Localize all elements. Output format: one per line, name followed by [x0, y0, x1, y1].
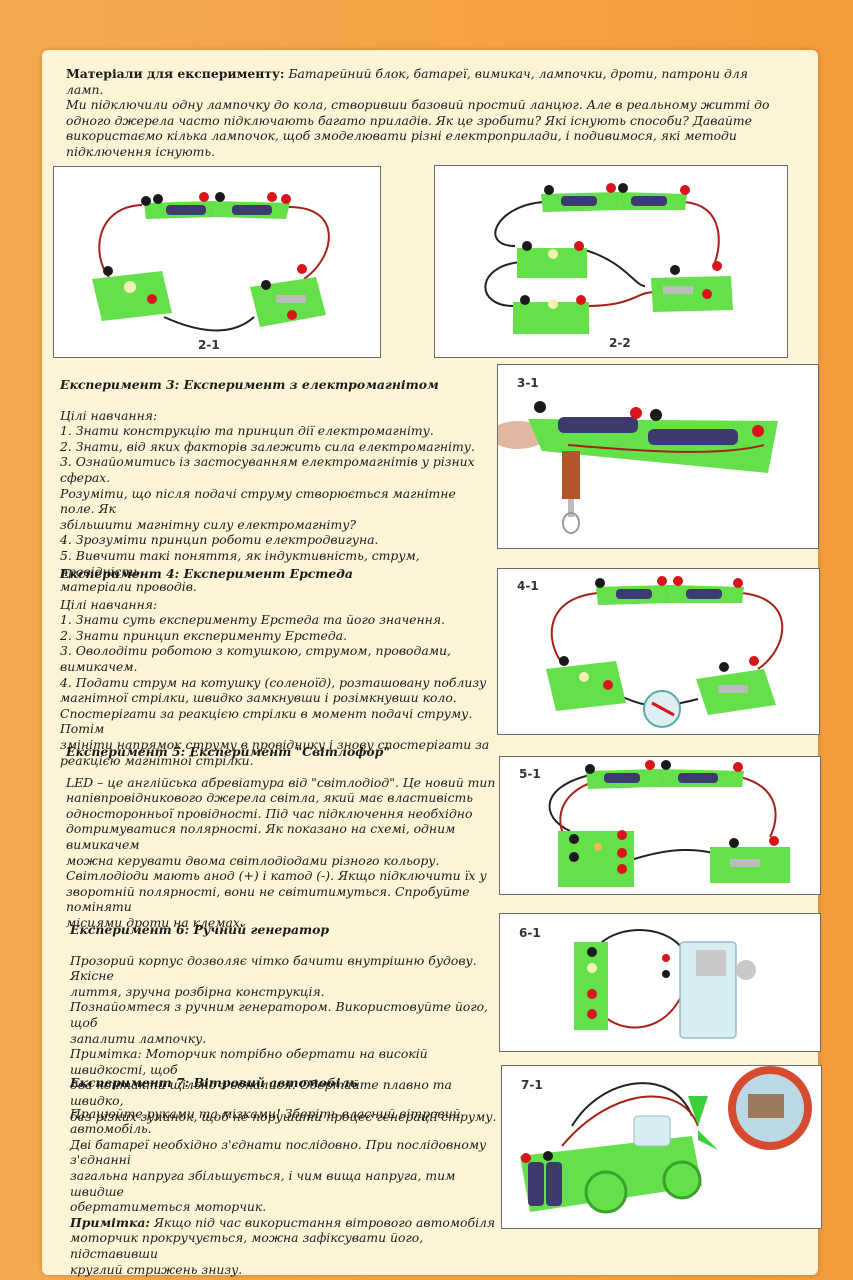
- exp6-title: Експеримент 6: Ручний генератор: [70, 922, 330, 937]
- intro-paragraph: Ми підключили одну лампочку до кола, ств…: [66, 97, 770, 159]
- materials-line: Матеріали для експерименту: Батарейний б…: [66, 66, 786, 97]
- figure-7-1-caption: 7-1: [521, 1078, 543, 1092]
- exp3-text: Експеримент 3: Експеримент з електромагн…: [60, 377, 490, 595]
- exp5-line: місцями дроти на клемах.: [66, 914, 244, 930]
- materials-text: Батарейний блок, батареї, вимикач, лампо…: [66, 66, 748, 97]
- exp3-line: 1. Знати конструкцію та принцип дії елек…: [60, 423, 434, 439]
- exp4-line: реакцією магнітної стрілки.: [60, 752, 254, 768]
- exp5-line: зворотній полярності, вони не світитимут…: [66, 883, 470, 915]
- exp3-line: збільшити магнітну силу електромагніту?: [60, 516, 357, 532]
- exp7-text: Експеримент 7: Вітровий автомобіль Працю…: [70, 1075, 500, 1277]
- figure-3-1-caption: 3-1: [517, 376, 539, 390]
- figure-2-1-caption: 2-1: [198, 338, 220, 352]
- exp3-line: 4. Зрозуміти принцип роботи електродвигу…: [60, 532, 379, 548]
- exp4-line: магнітної стрілки, швидко замкнувши і ро…: [60, 690, 457, 706]
- exp4-subtitle: Цілі навчання:: [60, 596, 158, 612]
- exp3-line: 2. Знати, від яких факторів залежить сил…: [60, 438, 475, 454]
- figure-5-1-caption: 5-1: [519, 767, 541, 781]
- figure-7-1-photo: [501, 1065, 822, 1229]
- exp6-text: Експеримент 6: Ручний генератор Прозорий…: [70, 922, 500, 1124]
- exp4-text: Експеримент 4: Експеримент Ерстеда Цілі …: [60, 566, 490, 768]
- materials-label: Матеріали для експерименту:: [66, 66, 285, 81]
- exp7-line: загальна напруга збільшується, і чим вищ…: [70, 1167, 456, 1199]
- exp7-line: Працюйте руками та мізками! Зберіть влас…: [70, 1105, 461, 1137]
- figure-5-1-photo: [499, 756, 821, 895]
- exp5-line: LED – це англійська абревіатура від "сві…: [66, 774, 496, 790]
- exp7-line: обертатиметься моторчик.: [70, 1199, 267, 1215]
- exp7-title: Експеримент 7: Вітровий автомобіль: [70, 1075, 358, 1090]
- figure-6-1-caption: 6-1: [519, 926, 541, 940]
- exp3-line: 3. Ознайомитись із застосуванням електро…: [60, 454, 475, 485]
- figure-2-2-caption: 2-2: [609, 336, 631, 350]
- exp4-title: Експеримент 4: Експеримент Ерстеда: [60, 566, 353, 581]
- exp4-line: змініти напрямок струму в провіднику і з…: [60, 736, 490, 752]
- figure-4-1-photo: [497, 568, 820, 735]
- figure-2-1-photo: [53, 166, 381, 358]
- figure-2-2-photo: [434, 165, 788, 358]
- exp3-line: 5. Вивчити такі поняття, як індуктивніст…: [60, 547, 420, 579]
- exp5-line: можна керувати двома світлодіодами різно…: [66, 852, 440, 868]
- exp5-line: дотримуватися полярності. Як показано на…: [66, 821, 456, 852]
- exp3-title: Експеримент 3: Експеримент з електромагн…: [60, 377, 439, 392]
- exp3-line: Розуміти, що після подачі струму створює…: [60, 485, 456, 517]
- exp3-line: матеріали проводів.: [60, 579, 197, 595]
- exp5-line: односторонньої провідності. Під час підк…: [66, 805, 473, 821]
- exp5-title: Експеримент 5: Експеримент "Світлофор": [66, 744, 390, 759]
- exp4-line: Спостерігати за реакцією стрілки в момен…: [60, 705, 473, 737]
- figure-4-1-caption: 4-1: [517, 579, 539, 593]
- exp4-line: 4. Подати струм на котушку (соленоїд), р…: [60, 674, 487, 690]
- exp7-note-line: моторчик прокручується, можна зафіксуват…: [70, 1230, 424, 1261]
- exp4-line: 3. Оволодіти роботою з котушкою, струмом…: [60, 643, 451, 674]
- exp6-line: лиття, зручна розбірна конструкція.: [70, 983, 325, 999]
- exp7-line: Дві батареї необхідно з'єднати послідовн…: [70, 1136, 487, 1168]
- exp6-line: запалити лампочку.: [70, 1030, 207, 1046]
- exp7-note: Примітка: Якщо під час використання вітр…: [70, 1215, 500, 1231]
- exp7-note-first: Якщо під час використання вітрового авто…: [149, 1214, 496, 1230]
- figure-6-1-photo: [499, 913, 821, 1052]
- exp6-line: два контакти щільно з'єдналися. Обертайт…: [70, 1077, 452, 1108]
- exp5-text: Експеримент 5: Експеримент "Світлофор" L…: [66, 744, 496, 931]
- exp5-line: Світлодіоди мають анод (+) і катод (-). …: [66, 868, 487, 884]
- exp7-note-line: круглий стрижень знизу.: [70, 1261, 243, 1277]
- exp6-line: без різких зупинок, щоб не порушити проц…: [70, 1108, 497, 1124]
- exp4-line: 2. Знати принцип експерименту Ерстеда.: [60, 627, 348, 643]
- exp7-note-label: Примітка:: [70, 1214, 150, 1230]
- exp6-line: Примітка: Моторчик потрібно обертати на …: [70, 1046, 428, 1077]
- figure-3-1-photo: [497, 364, 819, 549]
- exp6-line: Познайомтеся з ручним генератором. Викор…: [70, 999, 488, 1030]
- exp3-subtitle: Цілі навчання:: [60, 407, 158, 423]
- exp6-line: Прозорий корпус дозволяє чітко бачити вн…: [70, 952, 477, 984]
- exp5-line: напівпровідникового джерела світла, який…: [66, 790, 474, 806]
- exp4-line: 1. Знати суть експерименту Ерстеда та йо…: [60, 612, 445, 628]
